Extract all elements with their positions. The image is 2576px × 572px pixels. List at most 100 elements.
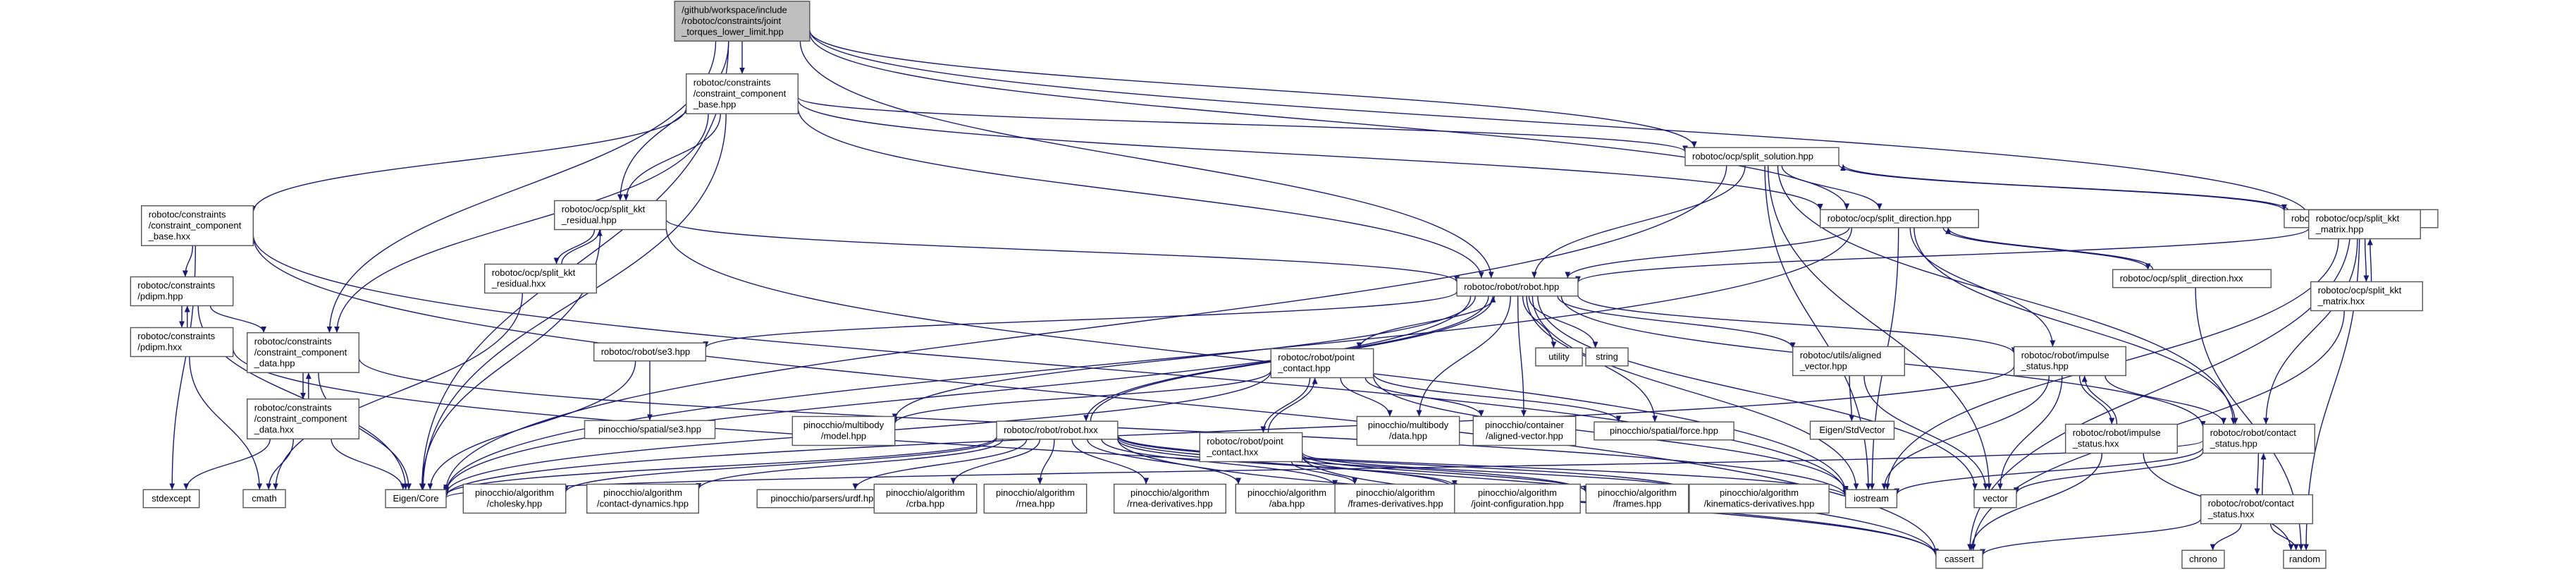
edge-ccb-hpp-to-skr-hpp — [623, 114, 721, 201]
node-ccb-hpp[interactable]: robotoc/constraints/constraint_component… — [686, 73, 799, 114]
node-chrono: chrono — [2181, 549, 2225, 569]
node-utility: utility — [1535, 347, 1583, 367]
node-box — [2283, 549, 2327, 569]
edge-robot-hxx-to-pin-frames — [1117, 437, 1589, 493]
node-skm-hpp[interactable]: robotoc/ocp/split_kkt_matrix.hpp — [2307, 209, 2421, 240]
node-label-line: _data.hxx — [254, 424, 295, 434]
edge-robot-hpp-to-vector — [1537, 296, 1978, 490]
node-is-hpp[interactable]: robotoc/robot/impulse_status.hpp — [2013, 346, 2126, 377]
edge-robot-hxx-to-pin-jconf — [1117, 439, 1458, 489]
node-box — [1454, 483, 1581, 514]
node-label-line: _status.hpp — [2021, 361, 2069, 372]
edge-robot-hpp-to-av-hpp — [1557, 296, 1796, 349]
edge-skm-hpp-to-robot-hpp — [1575, 228, 2310, 284]
node-ccd-hpp[interactable]: robotoc/constraints/constraint_component… — [247, 332, 360, 373]
node-box — [1819, 209, 1979, 229]
node-pin-model: pinocchio/multibody/model.hpp — [791, 415, 896, 446]
node-stdexcept: stdexcept — [142, 489, 200, 509]
edge-pdipm-hxx-to-cmath — [189, 356, 263, 490]
edge-robot-hxx-to-pin-rnea — [1037, 439, 1055, 485]
node-box — [686, 73, 799, 114]
node-pc-hxx[interactable]: robotoc/robot/point_contact.hxx — [1199, 432, 1303, 463]
node-label: pinocchio/parsers/urdf.hpp — [770, 493, 878, 504]
edge-skm-hpp-to-skm-hxx — [2363, 238, 2369, 282]
node-skr-hpp[interactable]: robotoc/ocp/split_kkt_residual.hpp — [554, 200, 667, 231]
node-label-line: _matrix.hpp — [2315, 224, 2364, 235]
node-box — [140, 205, 254, 246]
edge-is-hpp-to-iostream — [1881, 375, 2050, 490]
node-av-hpp[interactable]: robotoc/utils/aligned_vector.hpp — [1792, 346, 1905, 377]
node-label: stdexcept — [152, 493, 191, 504]
node-label: string — [1596, 351, 1618, 362]
edge-sdir-hpp-to-cs-hpp — [1913, 227, 2238, 425]
edge-pc-hpp-to-pin-data — [1340, 377, 1393, 417]
node-label-line: pinocchio/algorithm — [1130, 487, 1209, 498]
node-cassert: cassert — [1935, 549, 1983, 569]
edge-cs-hpp-to-iostream — [1894, 447, 2204, 495]
node-ccd-hxx[interactable]: robotoc/constraints/constraint_component… — [247, 398, 360, 439]
node-label: robotoc/robot/se3.hpp — [601, 346, 690, 357]
node-label: pinocchio/algorithm/crba.hpp — [886, 487, 965, 509]
node-ccb-hxx[interactable]: robotoc/constraints/constraint_component… — [140, 205, 254, 246]
node-sdir-hxx[interactable]: robotoc/ocp/split_direction.hxx — [2112, 269, 2272, 288]
node-label: robotoc/ocp/split_solution.hpp — [1692, 151, 1813, 162]
nodes-layer: /github/workspace/include/robotoc/constr… — [130, 1, 2439, 569]
node-box — [2202, 423, 2315, 454]
edge-robot-hxx-to-pin-framesd — [1101, 439, 1338, 487]
node-box — [1585, 483, 1689, 514]
node-string: string — [1585, 347, 1629, 367]
node-pin-data: pinocchio/multibody/data.hpp — [1356, 415, 1460, 446]
node-label-line: _status.hxx — [2207, 509, 2255, 520]
node-pin-chol: pinocchio/algorithm/cholesky.hpp — [462, 483, 567, 514]
node-skr-hxx[interactable]: robotoc/ocp/split_kkt_residual.hxx — [484, 263, 598, 294]
node-label-line: vector — [1983, 493, 2008, 504]
node-sdir-hpp[interactable]: robotoc/ocp/split_direction.hpp — [1819, 209, 1979, 229]
node-label-line: robotoc/constraints — [694, 77, 771, 87]
edge-ccd-hxx-to-eigen-core — [331, 439, 406, 490]
edge-robot-hpp-to-iostream — [1532, 296, 1859, 490]
node-robot-hxx[interactable]: robotoc/robot/robot.hxx — [996, 420, 1118, 440]
node-se3-hpp[interactable]: robotoc/robot/se3.hpp — [593, 342, 707, 362]
node-is-hxx[interactable]: robotoc/robot/impulse_status.hxx — [2064, 423, 2178, 454]
node-pin-framesd: pinocchio/algorithm/frames-derivatives.h… — [1334, 483, 1457, 514]
node-skm-hxx[interactable]: robotoc/ocp/split_kkt_matrix.hxx — [2310, 281, 2423, 312]
node-label-line: robotoc/constraints — [254, 336, 332, 346]
node-label: robotoc/ocp/split_direction.hxx — [2120, 273, 2243, 284]
node-label: Eigen/Core — [393, 493, 438, 504]
edge-sdir-hxx-to-sdir-hpp — [1945, 227, 2154, 270]
node-label-line: _status.hpp — [2210, 439, 2257, 449]
node-label-line: _base.hpp — [693, 99, 737, 109]
node-root[interactable]: /github/workspace/include/robotoc/constr… — [674, 1, 811, 42]
node-box — [1199, 432, 1303, 463]
node-label-line: utility — [1548, 351, 1570, 362]
edge-skr-hpp-to-iostream — [665, 227, 1849, 493]
node-pin-se3: pinocchio/spatial/se3.hpp — [584, 420, 716, 439]
node-label-line: robotoc/robot/robot.hxx — [1004, 425, 1098, 435]
node-label-line: /constraint_component — [254, 347, 347, 358]
node-label-line: robotoc/robot/point — [1207, 436, 1283, 446]
edge-ccd-hxx-to-cmath — [266, 439, 294, 490]
node-pdipm-hxx[interactable]: robotoc/constraints/pdipm.hxx — [130, 327, 234, 358]
node-box — [385, 489, 447, 509]
edge-is-hpp-to-cs-hpp — [2104, 375, 2227, 425]
node-cs-hpp[interactable]: robotoc/robot/contact_status.hpp — [2202, 423, 2315, 454]
node-label: robotoc/constraints/constraint_component… — [693, 77, 787, 109]
node-label-line: _data.hpp — [254, 358, 295, 368]
node-label: cmath — [252, 493, 276, 504]
node-pc-hpp[interactable]: robotoc/robot/point_contact.hpp — [1270, 348, 1374, 379]
edge-robot-hpp-to-pc-hpp — [1356, 296, 1495, 349]
edge-sdir-hpp-to-is-hpp — [1909, 227, 2056, 347]
node-label: /github/workspace/include/robotoc/constr… — [681, 4, 787, 37]
node-random: random — [2283, 549, 2327, 569]
node-label: robotoc/ocp/split_kkt_residual.hxx — [491, 267, 576, 289]
node-label-line: _status.hxx — [2072, 439, 2119, 449]
node-label-line: robotoc/ocp/split_kkt — [2316, 213, 2400, 224]
node-ssol-hpp[interactable]: robotoc/ocp/split_solution.hpp — [1684, 147, 1839, 166]
node-box — [756, 489, 893, 509]
node-cs-hxx[interactable]: robotoc/robot/contact_status.hxx — [2200, 494, 2313, 525]
node-box — [1270, 348, 1374, 379]
node-pdipm-hpp[interactable]: robotoc/constraints/pdipm.hpp — [130, 276, 234, 307]
edge-robot-hpp-to-pin-data — [1416, 296, 1512, 417]
edge-robot-hpp-to-string — [1528, 296, 1598, 348]
node-robot-hpp[interactable]: robotoc/robot/robot.hpp — [1456, 277, 1579, 297]
